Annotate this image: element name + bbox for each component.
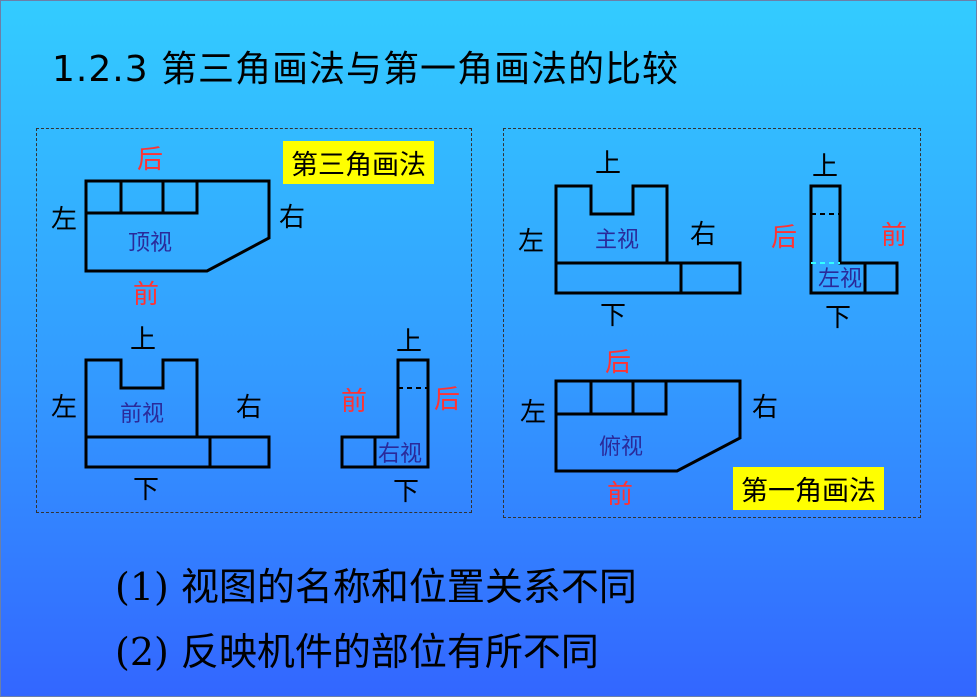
third-top-view-back-label: 后: [137, 145, 163, 175]
first-angle-left-view: 左视 上 后 前 下: [771, 152, 907, 333]
third-right-view-outline: [340, 358, 430, 469]
third-front-view-outline: [84, 358, 271, 469]
first-top-view-front-label: 前: [607, 480, 633, 510]
third-angle-tag: 第三角画法: [283, 141, 434, 184]
third-front-view-top-label: 上: [130, 325, 156, 355]
first-angle-panel: [503, 128, 921, 518]
first-front-view-left-label: 左: [518, 227, 544, 257]
first-angle-top-view: 俯视 后 左 右 前: [520, 348, 778, 510]
first-left-view-back-label: 后: [771, 223, 797, 253]
third-right-view-name: 右视: [378, 442, 422, 467]
third-front-view-right-label: 右: [236, 393, 262, 423]
third-right-view-bottom-label: 下: [393, 477, 419, 507]
slide-title: 1.2.3 第三角画法与第一角画法的比较: [52, 49, 680, 90]
first-top-view-back-label: 后: [605, 348, 631, 378]
third-top-view-outline: [84, 179, 271, 273]
third-angle-right-view: 右视 上 前 后 下: [340, 327, 460, 507]
first-left-view-bottom-label: 下: [825, 303, 851, 333]
third-right-view-front-label: 前: [341, 387, 367, 417]
first-top-view-outline: [554, 379, 742, 473]
third-angle-top-view: 顶视 后 左 右 前: [51, 145, 305, 310]
third-front-view-name: 前视: [120, 402, 164, 427]
first-angle-front-view: 主视 上 左 右 下: [518, 149, 742, 331]
first-top-view-right-label: 右: [752, 393, 778, 423]
first-front-view-bottom-label: 下: [600, 301, 626, 331]
first-left-view-top-label: 上: [812, 152, 838, 182]
first-top-view-name: 俯视: [599, 435, 643, 460]
third-angle-front-view: 前视 上 左 右 下: [51, 325, 271, 505]
third-front-view-left-label: 左: [51, 393, 77, 423]
first-angle-tag: 第一角画法: [733, 467, 884, 510]
third-front-view-bottom-label: 下: [133, 475, 159, 505]
third-right-view-top-label: 上: [396, 327, 422, 357]
third-top-view-right-label: 右: [279, 203, 305, 233]
first-front-view-inner-lines: [556, 261, 683, 293]
third-front-view-inner-lines: [86, 435, 212, 467]
third-right-view-back-label: 后: [434, 385, 460, 415]
third-top-view-left-label: 左: [51, 205, 77, 235]
third-top-view-front-label: 前: [133, 280, 159, 310]
note-1: (1) 视图的名称和位置关系不同: [115, 565, 637, 609]
third-angle-panel: [36, 128, 472, 513]
first-top-view-left-label: 左: [520, 398, 546, 428]
first-front-view-top-label: 上: [595, 149, 621, 179]
first-left-view-outline: [809, 184, 899, 295]
note-2: (2) 反映机件的部位有所不同: [115, 630, 599, 674]
first-front-view-name: 主视: [595, 228, 639, 253]
first-top-view-inner-lines: [556, 381, 668, 416]
first-front-view-outline: [554, 184, 742, 295]
first-left-view-name: 左视: [818, 267, 862, 292]
third-top-view-name: 顶视: [128, 231, 172, 256]
first-front-view-right-label: 右: [690, 220, 716, 250]
third-top-view-inner-lines: [86, 181, 199, 215]
first-left-view-front-label: 前: [881, 221, 907, 251]
